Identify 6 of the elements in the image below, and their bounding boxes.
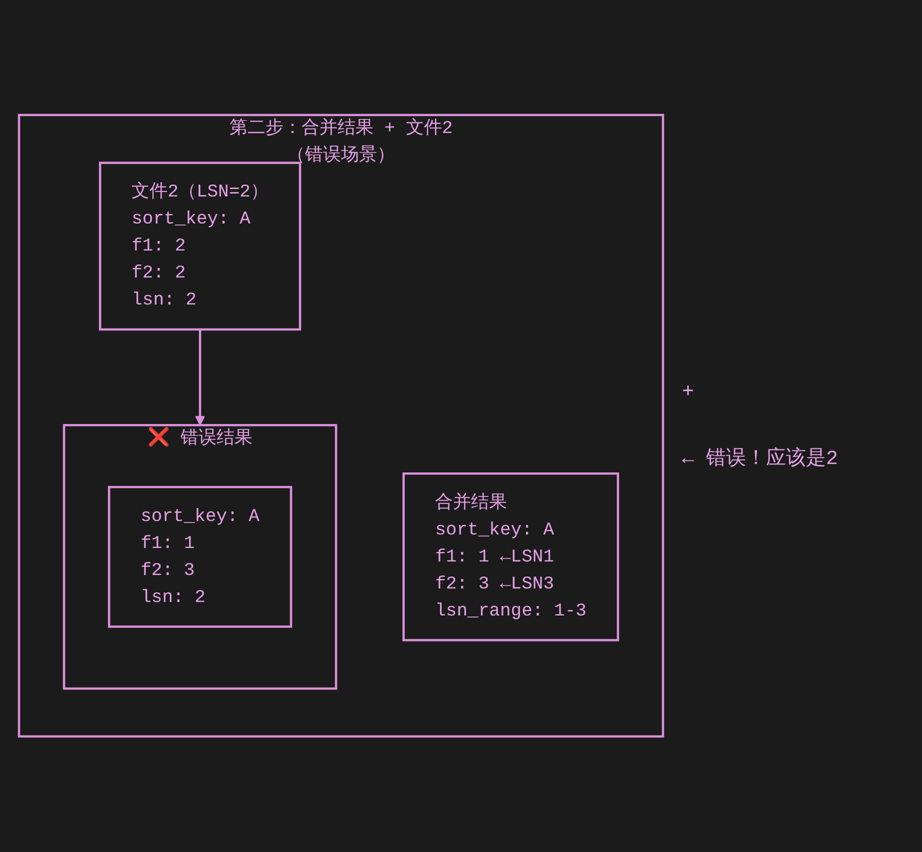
node-box: sort_key: A f1: 1 f2: 3 lsn: 2 (108, 486, 292, 628)
note-text: + (682, 381, 696, 404)
arrow (195, 330, 205, 426)
node-box: 文件2（LSN=2） sort_key: A f1: 2 f2: 2 lsn: 2 (98, 162, 302, 331)
node-box: 合并结果 sort_key: A f1: 1 ←LSN1 f2: 3 ←LSN3 lsn_range: 1-3 (402, 472, 620, 642)
note-text: ← 错误！应该是2 (682, 446, 840, 471)
